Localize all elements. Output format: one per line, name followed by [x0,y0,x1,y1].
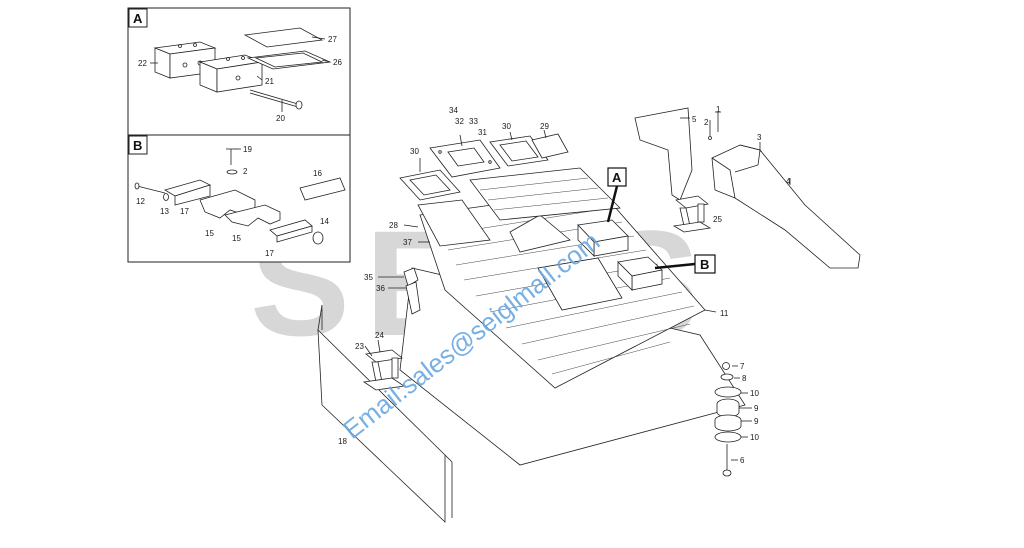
label-17b: 17 [265,249,274,258]
part-13-nut [163,193,169,201]
callout-b: B [654,254,716,274]
inset-a: A 22 27 [127,7,351,136]
label-10b: 10 [750,433,759,442]
callout-b-label: B [700,257,709,272]
part-30-frame-left [399,169,461,201]
part-3-hood [711,144,861,269]
part-25-mount [672,195,712,233]
label-15a: 15 [205,229,214,238]
label-12: 12 [136,197,145,206]
inset-b: B 19 2 12 13 17 15 15 16 17 [127,134,351,263]
label-21: 21 [265,77,274,86]
part-15-mount [199,189,281,227]
label-13: 13 [160,207,169,216]
label-30b: 30 [502,122,511,131]
label-27: 27 [328,35,337,44]
part-10-plate-lower [714,431,742,443]
label-19: 19 [243,145,252,154]
label-14: 14 [320,217,329,226]
part-11-floor-mat [419,189,706,389]
label-1: 1 [716,105,721,114]
part-2-bolt [708,120,712,140]
label-23: 23 [355,342,364,351]
label-24: 24 [375,331,384,340]
part-1-bolt [715,111,721,132]
part-5-cover [634,107,693,201]
part-12-bolt [136,185,166,194]
label-5: 5 [692,115,697,124]
label-25: 25 [713,215,722,224]
label-15b: 15 [232,234,241,243]
battery-box-b [617,256,663,291]
part-2-washer [226,169,238,175]
label-29: 29 [540,122,549,131]
isolator-stack [714,362,742,477]
part-35-lever [403,267,421,315]
part-9-bushing-upper [716,398,740,418]
label-20: 20 [276,114,285,123]
label-3: 3 [757,133,762,142]
label-8: 8 [742,374,747,383]
part-8-washer [720,373,734,381]
part-9-bushing-lower [714,414,742,432]
label-28: 28 [389,221,398,230]
label-35: 35 [364,273,373,282]
part-37-mat-panel [469,167,621,221]
part-18-side-panel [317,304,453,523]
part-23-mount [362,349,406,391]
inset-b-label: B [133,138,142,153]
part-16-strip [299,177,346,201]
label-7: 7 [740,362,745,371]
label-16: 16 [313,169,322,178]
part-10-plate-upper [714,386,742,398]
battery-box-a [577,219,629,257]
label-11: 11 [720,309,729,318]
callout-a: A [606,167,627,223]
label-2: 2 [704,118,709,127]
label-4: 4 [786,177,791,186]
label-32: 32 [455,117,464,126]
part-7-nut [722,362,730,370]
label-17a: 17 [180,207,189,216]
part-21-block [198,54,264,93]
label-36: 36 [376,284,385,293]
label-22: 22 [138,59,147,68]
label-2b: 2 [243,167,248,176]
label-30a: 30 [410,147,419,156]
label-37: 37 [403,238,412,247]
label-9b: 9 [754,417,759,426]
part-27-plate [243,27,324,48]
label-18: 18 [338,437,347,446]
label-26: 26 [333,58,342,67]
label-10a: 10 [750,389,759,398]
label-31: 31 [478,128,487,137]
label-34: 34 [449,106,458,115]
part-14-cap [312,231,324,245]
label-33: 33 [469,117,478,126]
part-28-mat-left [417,199,491,247]
callout-a-label: A [612,170,622,185]
label-9a: 9 [754,404,759,413]
part-19-bolt [226,148,236,165]
part-29-cover [531,133,569,159]
label-6: 6 [740,456,745,465]
inset-a-label: A [133,11,143,26]
part-31-plate [429,139,501,178]
part-20-bolt [249,89,303,110]
